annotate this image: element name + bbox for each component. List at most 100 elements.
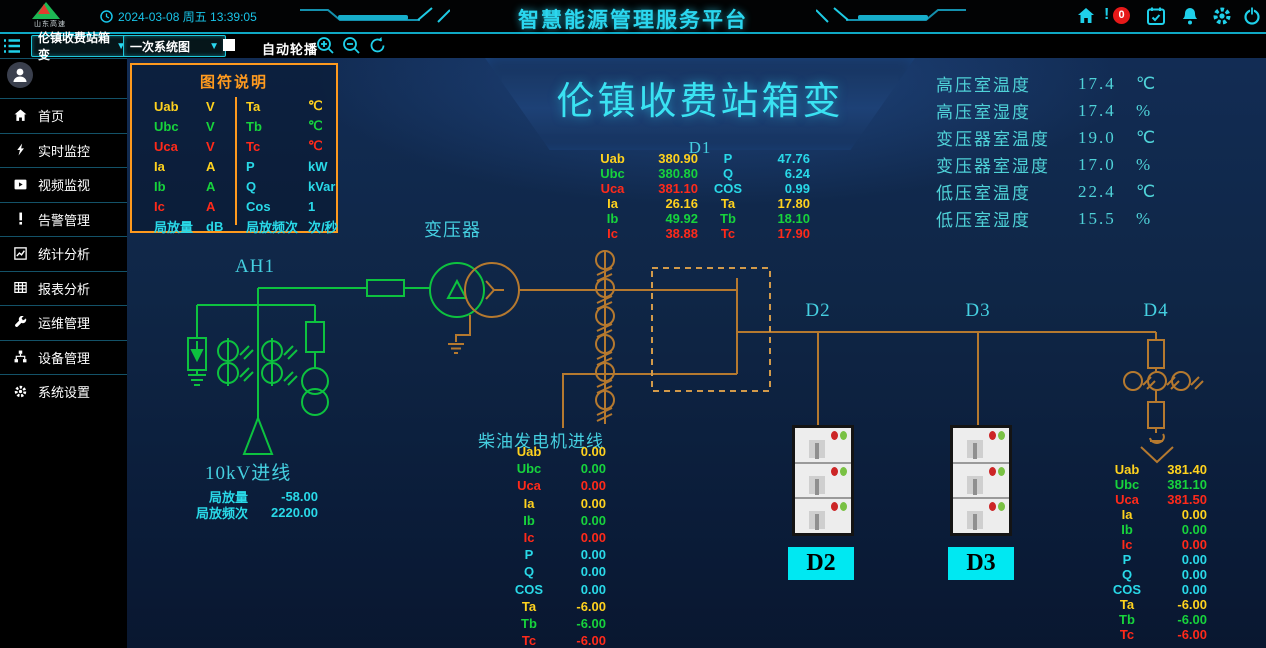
sidebar-item-label: 设备管理 [38, 350, 91, 366]
measure-label: Ib [606, 211, 619, 226]
zoom-out-icon[interactable] [342, 36, 361, 55]
measure-label: Ib [1121, 522, 1133, 537]
user-avatar[interactable] [7, 62, 33, 88]
d2-bus-label: D2 [805, 300, 831, 321]
measure-value: -6.00 [1177, 612, 1207, 627]
cabinet-cell [795, 499, 851, 533]
alarm-count-badge[interactable]: 0 [1113, 7, 1130, 24]
header-deco-left [300, 7, 450, 23]
sidebar: 首页 实时监控 视频监视 告警管理 [0, 58, 127, 648]
chevron-down-icon: ▼ [209, 40, 219, 52]
measure-value: 380.80 [658, 166, 698, 181]
pd-value: 2220.00 [271, 505, 318, 520]
legend-unit: kVar [308, 178, 336, 194]
green-indicator [998, 502, 1005, 512]
switch-handle [967, 511, 983, 531]
measure-label: Ta [1119, 597, 1135, 612]
pd-label: 局放量 [208, 490, 248, 505]
sidebar-item[interactable]: 设备管理 [0, 339, 127, 375]
gear-icon[interactable] [1212, 6, 1232, 26]
switch-handle [809, 475, 825, 495]
measure-value: 0.99 [784, 181, 810, 196]
user-icon [13, 68, 27, 82]
refresh-icon[interactable] [368, 36, 387, 55]
measure-row: Tb -6.00 [498, 615, 606, 632]
autoplay-checkbox[interactable] [223, 39, 235, 51]
measure-value: 47.76 [777, 151, 810, 166]
legend-symbol: Tb [246, 118, 262, 134]
measure-value: 0.00 [580, 444, 606, 460]
sidebar-item[interactable]: 统计分析 [0, 236, 127, 271]
measure-label: Uab [1114, 462, 1140, 477]
view-select[interactable]: 一次系统图 ▼ [123, 35, 226, 57]
measure-row: Ia 0.00 [1095, 507, 1207, 522]
measure-value: 0.00 [580, 581, 606, 597]
pd-row: 局放量 -58.00 [188, 487, 318, 505]
measure-label: Ic [607, 226, 618, 241]
switch-handle [809, 511, 825, 531]
menu-toggle-icon[interactable] [3, 38, 21, 54]
measure-row: Ib 0.00 [498, 512, 606, 529]
measure-label: COS [713, 181, 743, 196]
calendar-icon[interactable] [1146, 6, 1166, 26]
zoom-in-icon[interactable] [316, 36, 335, 55]
sidebar-menu: 首页 实时监控 视频监视 告警管理 [0, 98, 127, 409]
green-indicator [998, 466, 1005, 476]
measure-row: Uab 381.40 [1095, 462, 1207, 477]
sidebar-item-icon [14, 246, 28, 261]
sidebar-item[interactable]: 告警管理 [0, 201, 127, 237]
measure-value: 17.90 [777, 226, 810, 241]
measure-label: Q [722, 166, 734, 181]
sidebar-item-icon [14, 178, 28, 192]
measure-row: Ic 0.00 [1095, 537, 1207, 552]
sidebar-item[interactable]: 系统设置 [0, 374, 127, 409]
env-label: 高压室湿度 [936, 103, 1031, 122]
env-label: 高压室温度 [936, 76, 1031, 95]
measure-value: 0.00 [580, 547, 606, 563]
alarm-exclamation-icon[interactable]: ! [1104, 6, 1110, 23]
clock-icon [100, 10, 113, 23]
legend-unit: dB [206, 218, 224, 234]
top-bar: 山东高速 2024-03-08 周五 13:39:05 智慧能源管理服务平台 !… [0, 0, 1266, 34]
measure-value: 49.92 [665, 211, 698, 226]
chevron-down-icon: ▼ [116, 40, 126, 52]
transformer-label: 变压器 [424, 220, 481, 240]
cabinet-cell [953, 499, 1009, 533]
measure-row: Ib 49.92 Tb 18.10 [580, 211, 810, 226]
sidebar-item[interactable]: 实时监控 [0, 132, 127, 168]
env-unit: ℃ [1136, 181, 1158, 201]
measure-value: 38.88 [665, 226, 698, 241]
legend-row: Uca V Tc ℃ [132, 136, 336, 156]
sidebar-item[interactable]: 首页 [0, 98, 127, 133]
datetime-display: 2024-03-08 周五 13:39:05 [100, 8, 257, 25]
green-indicator [998, 431, 1005, 440]
red-indicator [831, 466, 838, 476]
measure-row: Uca 381.50 [1095, 492, 1207, 507]
env-unit: ℃ [1136, 127, 1158, 147]
measure-value: 6.24 [784, 166, 810, 181]
d2-cabinet[interactable] [792, 425, 854, 536]
switch-handle [809, 440, 825, 459]
sidebar-item[interactable]: 视频监视 [0, 167, 127, 202]
measure-label: Tb [720, 211, 736, 226]
measure-row: Ta -6.00 [1095, 597, 1207, 612]
environment-row: 高压室温度 17.4 ℃ [936, 70, 1170, 97]
power-icon[interactable] [1242, 6, 1262, 26]
legend-unit: V [206, 98, 215, 114]
d3-cabinet[interactable] [950, 425, 1012, 536]
station-banner [485, 58, 915, 150]
home-icon[interactable] [1076, 6, 1096, 26]
environment-row: 高压室湿度 17.4 % [936, 97, 1170, 124]
sidebar-item[interactable]: 运维管理 [0, 305, 127, 340]
measure-row: Ib 0.00 [1095, 522, 1207, 537]
measure-value: 0.00 [1181, 522, 1207, 537]
sidebar-item-icon [14, 350, 28, 364]
measure-value: -6.00 [1177, 597, 1207, 612]
station-select[interactable]: 伦镇收费站箱变 ▼ [31, 31, 133, 62]
sidebar-item-label: 视频监视 [38, 178, 91, 194]
bell-icon[interactable] [1180, 6, 1200, 26]
sidebar-item[interactable]: 报表分析 [0, 270, 127, 306]
measure-label: Uca [600, 181, 625, 196]
header-deco-right [816, 7, 966, 23]
legend-unit: A [206, 178, 216, 194]
